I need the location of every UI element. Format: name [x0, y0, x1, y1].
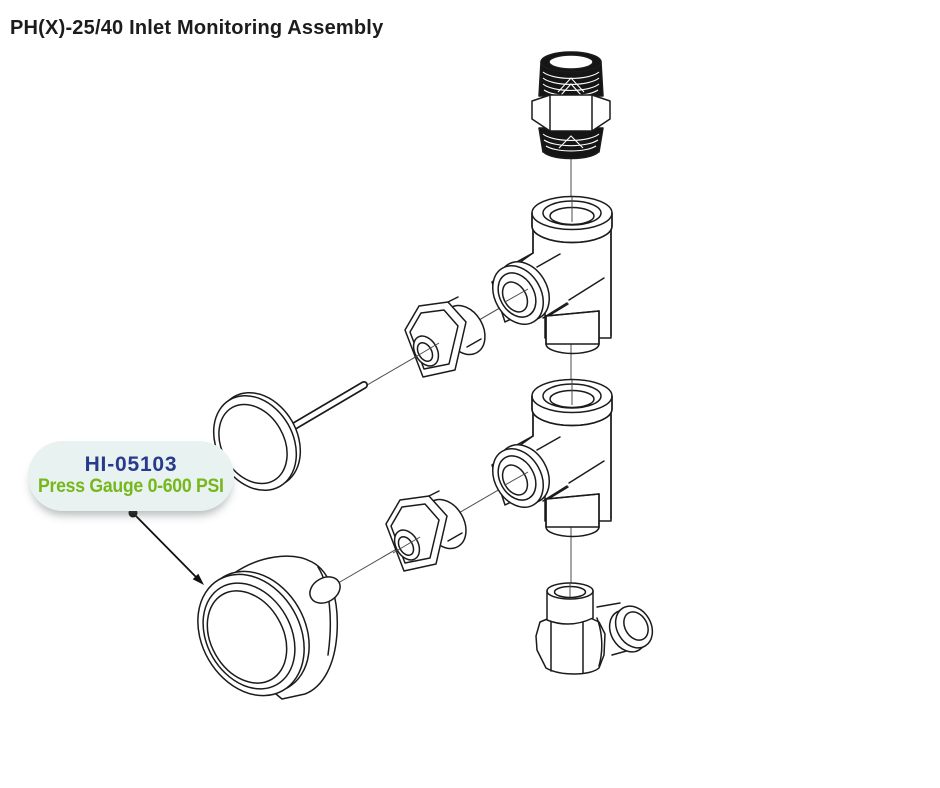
part-description: Press Gauge 0-600 PSI — [38, 476, 224, 498]
tee-fitting-upper-drawing — [491, 195, 613, 355]
hex-bushing-lower-drawing — [385, 490, 476, 572]
dial-thermometer-drawing — [212, 381, 368, 492]
callout-arrow — [128, 508, 204, 585]
gauge-stub — [309, 576, 341, 604]
pressure-gauge-drawing — [197, 555, 341, 700]
hex-nipple-fitting-drawing — [531, 51, 611, 160]
hex-bushing-upper-drawing — [404, 296, 486, 378]
page-title: PH(X)-25/40 Inlet Monitoring Assembly — [10, 17, 384, 40]
part-callout: HI-05103 Press Gauge 0-600 PSI — [28, 441, 234, 511]
elbow-fitting-drawing — [535, 582, 654, 675]
part-number: HI-05103 — [84, 453, 178, 477]
tee-fitting-lower-drawing — [481, 378, 613, 538]
